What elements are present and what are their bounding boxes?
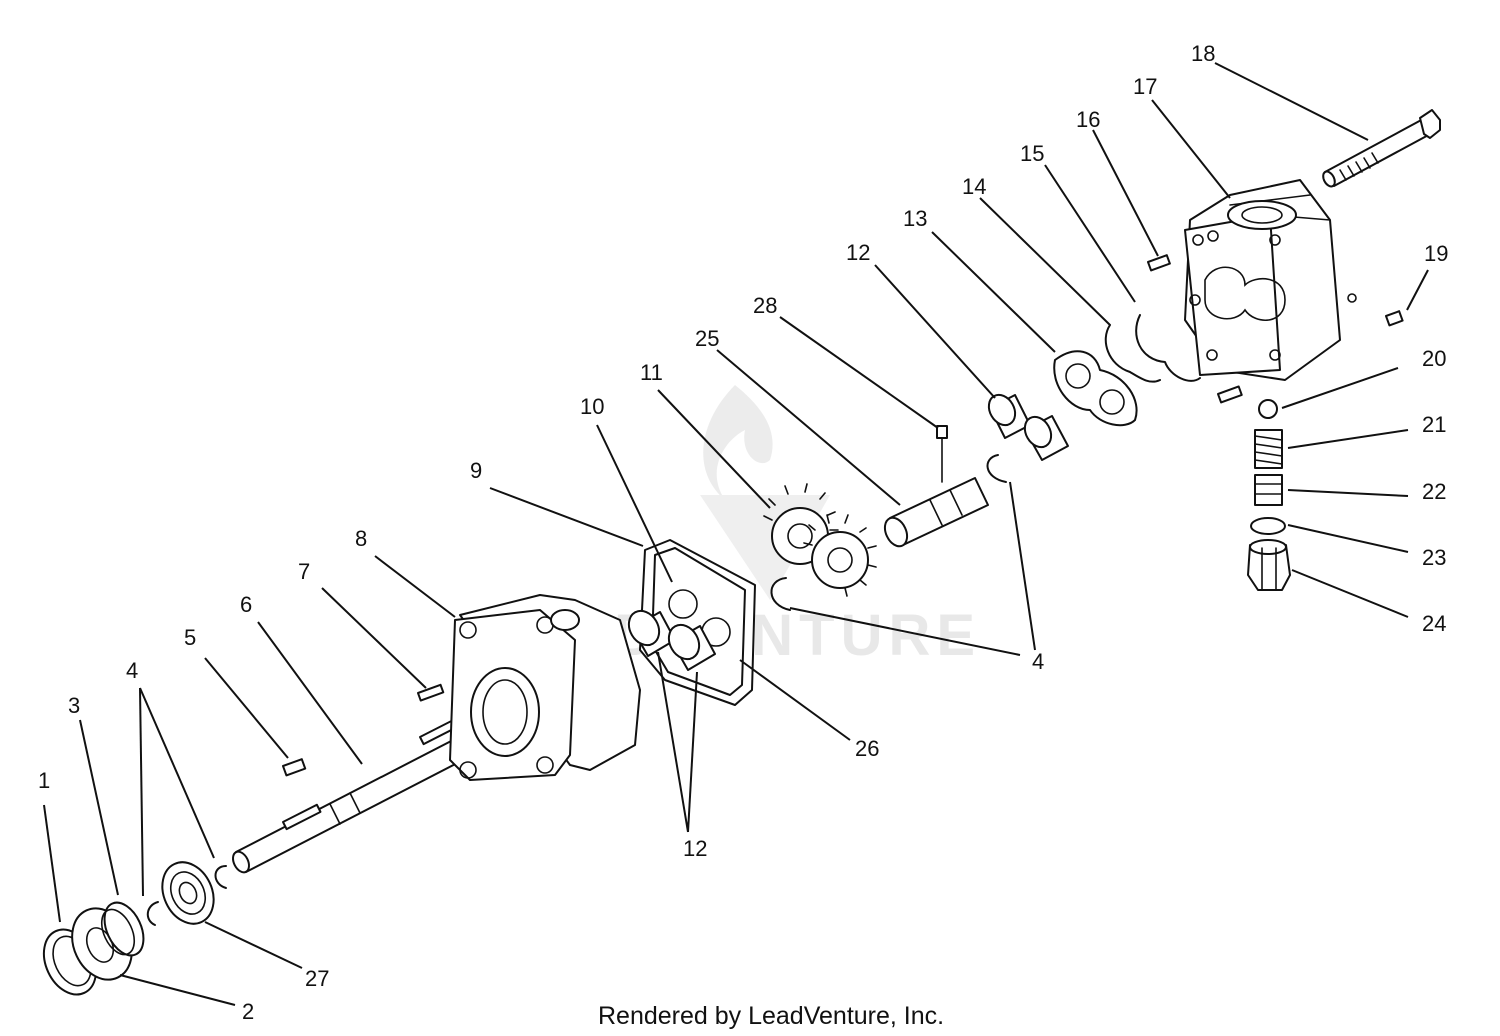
part-4-snap-ring-d <box>986 454 1007 483</box>
part-11-gears <box>763 483 877 597</box>
callout-6: 6 <box>240 592 252 617</box>
part-4-snap-ring-b <box>214 865 227 889</box>
part-13-wear-plate <box>1053 350 1138 427</box>
callout-26: 26 <box>855 736 879 761</box>
part-5-key <box>282 758 307 777</box>
callout-2: 2 <box>242 999 254 1024</box>
part-28-pin <box>936 425 948 483</box>
callout-16: 16 <box>1076 107 1100 132</box>
callout-24: 24 <box>1422 611 1446 636</box>
part-24-plug-nut <box>1247 539 1291 591</box>
part-17-rear-housing <box>1184 179 1357 381</box>
part-15-backup <box>1135 314 1201 382</box>
part-21-spring <box>1254 429 1283 469</box>
part-22-poppet <box>1254 474 1283 506</box>
callout-7: 7 <box>298 559 310 584</box>
callout-12-lower: 12 <box>683 836 707 861</box>
leader-lines <box>43 62 1429 1006</box>
callout-27: 27 <box>305 966 329 991</box>
part-12-bushing-lower-b <box>667 623 716 671</box>
callout-19: 19 <box>1424 241 1448 266</box>
callout-labels: 1 2 3 4 5 6 7 8 9 10 11 25 28 12 13 14 1… <box>38 41 1448 1024</box>
part-12-bushing-lower-a <box>627 609 676 657</box>
callout-4-right: 4 <box>1032 649 1044 674</box>
callout-11: 11 <box>640 360 663 385</box>
part-23-o-ring <box>1250 517 1286 535</box>
part-16-dowel-pin-lower <box>1217 385 1243 404</box>
part-7-key <box>416 683 445 702</box>
callout-13: 13 <box>903 206 927 231</box>
callout-22: 22 <box>1422 479 1446 504</box>
part-19-plug <box>1385 310 1404 327</box>
part-12-bushing-upper-a <box>987 393 1031 439</box>
callout-14: 14 <box>962 174 986 199</box>
callout-23: 23 <box>1422 545 1446 570</box>
callout-10: 10 <box>580 394 604 419</box>
part-4-snap-ring-c <box>770 577 791 611</box>
part-16-dowel-pin <box>1147 254 1171 272</box>
callout-17: 17 <box>1133 74 1157 99</box>
callout-3: 3 <box>68 693 80 718</box>
part-8-front-housing <box>449 594 641 781</box>
render-credit: Rendered by LeadVenture, Inc. <box>598 1002 944 1030</box>
callout-15: 15 <box>1020 141 1044 166</box>
callout-21: 21 <box>1422 412 1446 437</box>
part-4-snap-ring-a <box>146 901 159 926</box>
part-27-bearing <box>161 861 215 925</box>
callout-25: 25 <box>695 326 719 351</box>
part-20-ball <box>1258 399 1278 419</box>
callout-8: 8 <box>355 526 367 551</box>
callout-12-upper: 12 <box>846 240 870 265</box>
part-14-seal <box>1104 324 1161 383</box>
callout-18: 18 <box>1191 41 1215 66</box>
callout-28: 28 <box>753 293 777 318</box>
part-25-drive-shaft <box>883 477 989 548</box>
part-18-bolt <box>1322 109 1441 188</box>
callout-20: 20 <box>1422 346 1446 371</box>
callout-4-left: 4 <box>126 658 138 683</box>
callout-9: 9 <box>470 458 482 483</box>
callout-5: 5 <box>184 625 196 650</box>
part-12-bushing-upper-b <box>1023 415 1069 461</box>
part-3-ring <box>100 901 145 957</box>
callout-1: 1 <box>38 768 50 793</box>
